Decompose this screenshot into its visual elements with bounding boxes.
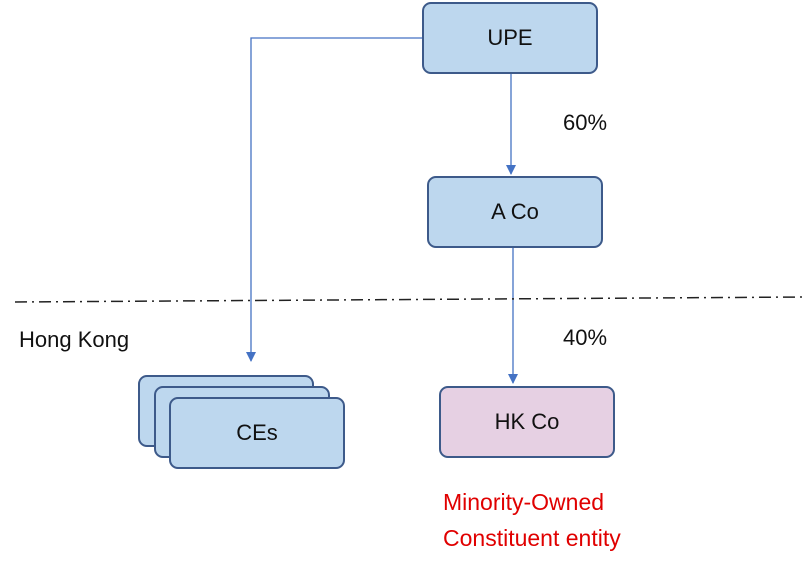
- hkco-label: HK Co: [494, 409, 560, 434]
- note-line-1: Minority-Owned: [443, 489, 605, 515]
- minority-owned-note: Minority-Owned Constituent entity: [443, 484, 621, 556]
- jurisdiction-divider: [14, 296, 806, 303]
- ces-box-front: CEs: [169, 397, 345, 469]
- aco-box: A Co: [427, 176, 603, 248]
- hkco-box: HK Co: [439, 386, 615, 458]
- arrow-upe-to-ces: [246, 37, 422, 362]
- region-label-hong-kong: Hong Kong: [19, 327, 130, 352]
- ownership-upe-aco-percent: 60%: [563, 110, 608, 135]
- note-line-2: Constituent entity: [443, 525, 621, 551]
- aco-label: A Co: [491, 199, 539, 224]
- upe-box: UPE: [422, 2, 598, 74]
- ownership-aco-hkco-percent: 40%: [563, 325, 608, 350]
- upe-label: UPE: [487, 25, 533, 50]
- ces-label: CEs: [236, 420, 278, 445]
